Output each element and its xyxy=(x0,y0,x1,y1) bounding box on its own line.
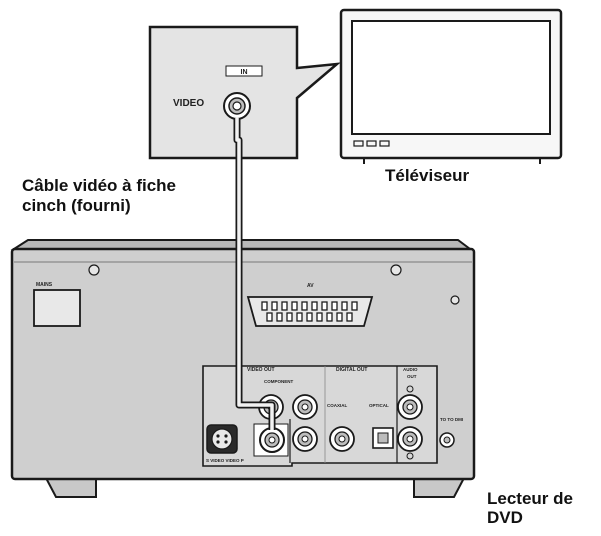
television xyxy=(339,8,563,164)
to-dmport-label: TO TO DMI xyxy=(440,417,463,422)
audio-out-jack-l xyxy=(397,394,423,420)
av-label: AV xyxy=(307,283,314,289)
tv-button xyxy=(366,140,377,147)
player-video-jack xyxy=(259,427,285,453)
scart-pin xyxy=(291,301,298,311)
in-label: IN xyxy=(241,69,248,76)
optical-jack xyxy=(372,427,394,449)
audio-out-label-2: OUT xyxy=(407,374,417,379)
in-label-box xyxy=(225,65,263,77)
callout-panel xyxy=(148,25,341,160)
cable-label-line2: cinch (fourni) xyxy=(22,196,131,215)
scart-pin xyxy=(306,312,313,322)
svideo-video-label: S VIDEO VIDEO P xyxy=(206,458,244,463)
scart-pin xyxy=(276,312,283,322)
mains-label: MAINS xyxy=(36,282,53,288)
tv-label: Téléviseur xyxy=(385,166,470,185)
cable-label-line1: Câble vidéo à fiche xyxy=(22,176,176,195)
scart-pin xyxy=(326,312,333,322)
component-jack-pr xyxy=(292,426,318,452)
audio-out-label-1: AUDIO xyxy=(403,367,418,372)
scart-pin xyxy=(321,301,328,311)
player-foot-right xyxy=(413,477,466,498)
tv-screen xyxy=(351,20,551,135)
digital-out-label: DIGITAL OUT xyxy=(336,367,367,373)
audio-out-jack-r xyxy=(397,426,423,452)
coaxial-label: COAXIAL xyxy=(327,403,348,408)
scart-pin xyxy=(311,301,318,311)
scart-pin xyxy=(316,312,323,322)
optical-label: OPTICAL xyxy=(369,403,389,408)
dvd-player: MAINS AV VIDEO OUT COMPONENT DIGITAL OUT… xyxy=(10,239,476,498)
video-cable xyxy=(233,118,276,430)
scart-pin xyxy=(336,312,343,322)
coaxial-jack xyxy=(329,426,355,452)
mains-inlet xyxy=(33,289,81,327)
scart-pin xyxy=(266,312,273,322)
component-label: COMPONENT xyxy=(264,379,294,384)
scart-pin xyxy=(261,301,268,311)
svideo-jack xyxy=(206,424,238,454)
video-out-label: VIDEO OUT xyxy=(247,367,275,373)
scart-pin xyxy=(281,301,288,311)
scart-pin xyxy=(351,301,358,311)
tv-button xyxy=(353,140,364,147)
dmport-jack xyxy=(439,432,455,448)
scart-pin xyxy=(331,301,338,311)
scart-pin xyxy=(341,301,348,311)
player-label-line2: DVD xyxy=(487,508,523,527)
video-label: VIDEO xyxy=(173,98,204,109)
component-jack-pb xyxy=(292,394,318,420)
scart-pin xyxy=(271,301,278,311)
tv-input-callout: IN VIDEO xyxy=(148,25,341,160)
scart-pin xyxy=(296,312,303,322)
scart-pin xyxy=(286,312,293,322)
tv-button xyxy=(379,140,390,147)
player-foot-left xyxy=(44,477,97,498)
scart-pin xyxy=(346,312,353,322)
scart-pin xyxy=(301,301,308,311)
player-label-line1: Lecteur de xyxy=(487,489,573,508)
